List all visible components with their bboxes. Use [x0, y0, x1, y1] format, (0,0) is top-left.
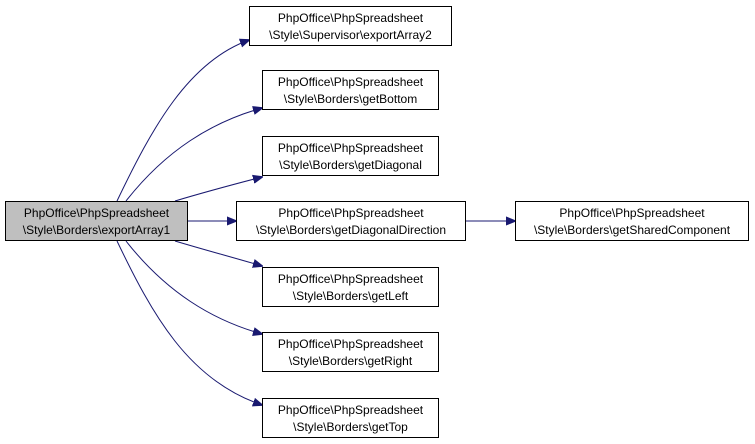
node-label-line1: PhpOffice\PhpSpreadsheet [277, 75, 424, 89]
edge-root-to-getRight [125, 240, 262, 334]
node-label-line2: \Style\Borders\getLeft [292, 289, 409, 303]
node-label-line2: \Style\Borders\getRight [288, 354, 413, 368]
node-label-line1: PhpOffice\PhpSpreadsheet [277, 337, 424, 351]
node-label-line2: \Style\Borders\getDiagonalDirection [255, 223, 447, 237]
node-label-line1: PhpOffice\PhpSpreadsheet [277, 272, 424, 286]
node-getSharedComponent[interactable]: PhpOffice\PhpSpreadsheet \Style\Borders\… [515, 201, 749, 241]
node-label-line2: \Style\Borders\getSharedComponent [533, 223, 731, 237]
node-label-line1: PhpOffice\PhpSpreadsheet [277, 403, 424, 417]
node-exportArray1[interactable]: PhpOffice\PhpSpreadsheet \Style\Borders\… [5, 201, 188, 241]
node-getTop[interactable]: PhpOffice\PhpSpreadsheet \Style\Borders\… [262, 398, 439, 438]
node-label-line1: PhpOffice\PhpSpreadsheet [277, 11, 424, 25]
node-label-line1: PhpOffice\PhpSpreadsheet [278, 206, 424, 220]
node-getDiagonal[interactable]: PhpOffice\PhpSpreadsheet \Style\Borders\… [262, 136, 439, 176]
node-label-line2: \Style\Borders\getBottom [283, 92, 418, 106]
node-label-line1: PhpOffice\PhpSpreadsheet [277, 141, 424, 155]
edge-root-to-getBottom [125, 108, 262, 202]
edge-root-to-getTop [116, 240, 262, 405]
node-label-line2: \Style\Borders\getDiagonal [279, 158, 422, 172]
node-getDiagonalDirection[interactable]: PhpOffice\PhpSpreadsheet \Style\Borders\… [236, 201, 466, 241]
node-getBottom[interactable]: PhpOffice\PhpSpreadsheet \Style\Borders\… [262, 70, 439, 110]
node-label-line2: \Style\Borders\getTop [293, 420, 408, 434]
edge-root-to-getLeft [174, 240, 262, 266]
edge-root-to-exportArray2 [116, 40, 249, 202]
node-label-line1: PhpOffice\PhpSpreadsheet [559, 206, 705, 220]
node-getRight[interactable]: PhpOffice\PhpSpreadsheet \Style\Borders\… [262, 332, 439, 372]
node-label-line2: \Style\Supervisor\exportArray2 [269, 28, 432, 42]
node-exportArray2[interactable]: PhpOffice\PhpSpreadsheet \Style\Supervis… [249, 6, 452, 46]
node-label-line2: \Style\Borders\exportArray1 [22, 223, 171, 237]
node-label-line1: PhpOffice\PhpSpreadsheet [23, 206, 170, 220]
edge-root-to-getDiagonal [174, 177, 262, 202]
node-getLeft[interactable]: PhpOffice\PhpSpreadsheet \Style\Borders\… [262, 267, 439, 307]
